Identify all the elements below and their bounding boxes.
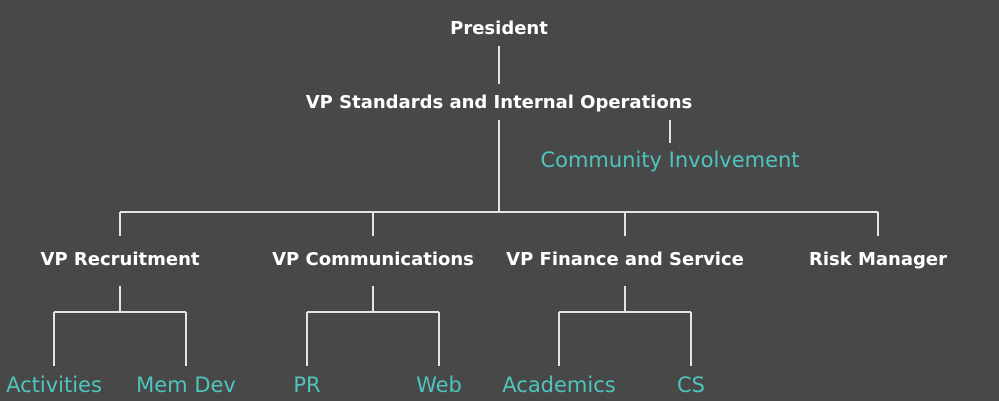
node-cs: CS (677, 373, 705, 397)
node-vp-finance: VP Finance and Service (506, 249, 744, 270)
node-vp-communications: VP Communications (272, 249, 474, 270)
node-community-involvement: Community Involvement (540, 148, 800, 172)
node-mem-dev: Mem Dev (136, 373, 236, 397)
node-risk-manager: Risk Manager (809, 249, 947, 270)
node-web: Web (416, 373, 462, 397)
node-activities: Activities (6, 373, 102, 397)
node-vp-standards: VP Standards and Internal Operations (305, 92, 693, 113)
node-president: President (450, 18, 548, 39)
node-vp-recruitment: VP Recruitment (40, 249, 200, 270)
node-academics: Academics (502, 373, 616, 397)
node-pr: PR (293, 373, 321, 397)
